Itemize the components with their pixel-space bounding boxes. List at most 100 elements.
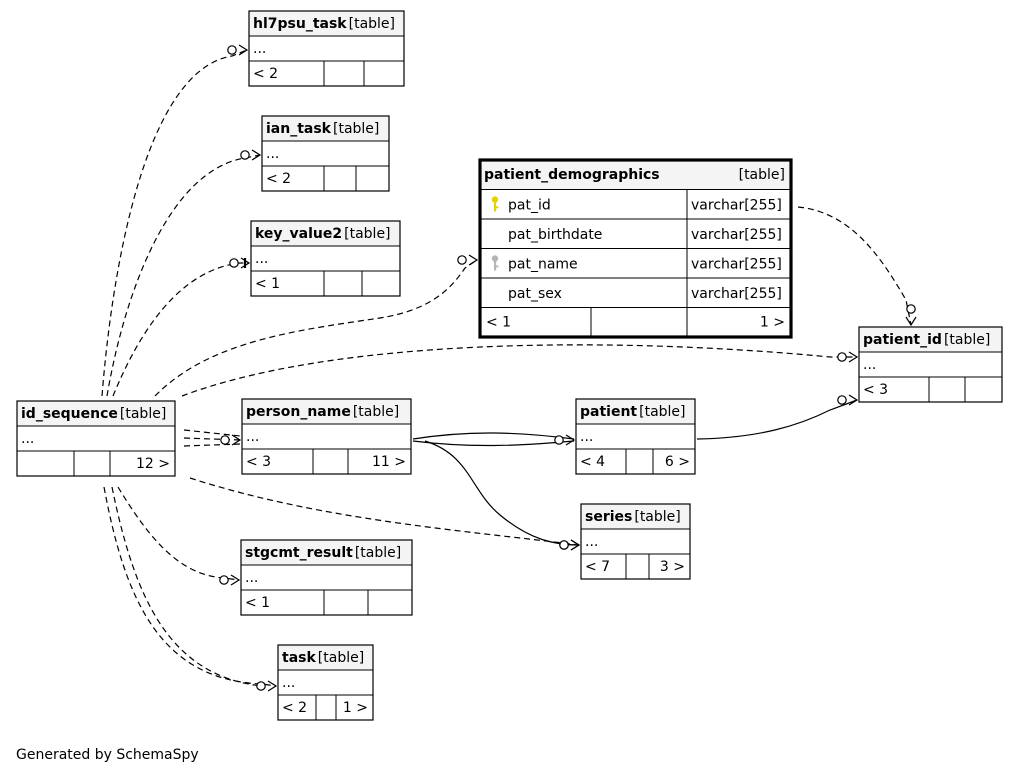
relationship-id_sequence-to-task[interactable]	[103, 486, 278, 692]
table-type-label: [table]	[353, 404, 399, 420]
optional-marker	[240, 150, 250, 160]
table-type-label: [table]	[944, 332, 990, 348]
many-marker	[238, 44, 249, 56]
parent-count: < 2	[266, 171, 291, 187]
child-count: 1 >	[343, 700, 368, 716]
foreign-key-icon	[491, 255, 499, 271]
relationship-line	[412, 432, 575, 447]
child-count: 6 >	[665, 454, 690, 470]
tables-layer: hl7psu_task[table]...< 2ian_task[table].…	[16, 10, 1003, 721]
table-stgcmt_result[interactable]: stgcmt_result[table]...< 1	[240, 539, 413, 616]
table-ian_task[interactable]: ian_task[table]...< 2	[261, 115, 390, 192]
child-count: 3 >	[660, 559, 685, 575]
table-border	[240, 539, 413, 616]
many-marker	[231, 434, 242, 446]
table-patient_id[interactable]: patient_id[table]...< 3	[858, 326, 1003, 403]
table-header-bg	[859, 327, 1002, 352]
table-name: patient_id	[863, 332, 942, 348]
relationship-person_name-to-patient[interactable]	[412, 432, 576, 447]
table-name: patient	[580, 404, 637, 420]
relationship-id_sequence-to-patient_id[interactable]	[181, 344, 859, 397]
many-marker	[267, 680, 278, 692]
parent-count: < 2	[282, 700, 307, 716]
table-id_sequence[interactable]: id_sequence[table]... 12 >	[16, 400, 176, 477]
collapsed-columns-ellipsis: ...	[282, 675, 295, 691]
relationship-line	[189, 477, 580, 546]
relationship-id_sequence-to-stgcmt_result[interactable]	[117, 486, 241, 586]
relationship-patient_demographics-to-patient_id[interactable]	[797, 206, 917, 327]
optional-marker	[256, 681, 266, 691]
table-key_value2[interactable]: key_value2[table]...< 1	[250, 220, 401, 297]
column-name: pat_sex	[508, 286, 562, 302]
optional-marker	[554, 435, 564, 445]
parent-count: < 1	[245, 595, 270, 611]
relationship-id_sequence-to-series[interactable]	[189, 477, 581, 551]
table-header-bg	[262, 116, 389, 141]
table-name: patient_demographics	[484, 167, 660, 183]
parent-count: < 4	[580, 454, 605, 470]
table-header-bg	[480, 160, 791, 190]
table-border	[261, 115, 390, 192]
relationship-patient-to-patient_id[interactable]	[696, 394, 859, 440]
table-border	[277, 644, 374, 721]
relationship-id_sequence-to-key_value2[interactable]	[112, 257, 251, 397]
table-type-label: [table]	[120, 406, 166, 422]
relationship-line	[112, 262, 249, 397]
many-marker	[848, 351, 859, 363]
table-border	[858, 326, 1003, 403]
table-type-label: [table]	[639, 404, 685, 420]
primary-key-icon	[491, 196, 499, 212]
relationship-line	[183, 429, 241, 447]
collapsed-columns-ellipsis: ...	[253, 41, 266, 57]
relationship-line	[117, 486, 240, 581]
relationship-person_name-to-series[interactable]	[424, 440, 581, 551]
table-name: key_value2	[255, 226, 342, 242]
table-type-label: [table]	[634, 509, 680, 525]
column-type: varchar[255]	[691, 227, 782, 243]
optional-marker	[229, 258, 239, 268]
collapsed-columns-ellipsis: ...	[585, 534, 598, 550]
many-marker	[468, 254, 479, 266]
column-name: pat_id	[508, 198, 551, 214]
table-border	[248, 10, 405, 87]
relationship-id_sequence-to-patient_demographics[interactable]	[154, 254, 479, 397]
table-header-bg	[242, 399, 411, 424]
table-header-bg	[576, 399, 695, 424]
child-count: 1 >	[760, 315, 785, 331]
table-type-label: [table]	[349, 16, 395, 32]
table-name: id_sequence	[21, 406, 118, 422]
table-border	[575, 398, 696, 475]
table-name: hl7psu_task	[253, 16, 347, 32]
many-marker	[905, 316, 917, 327]
relationship-line	[103, 486, 277, 687]
table-body-bg	[480, 189, 791, 337]
table-hl7psu_task[interactable]: hl7psu_task[table]...< 2	[248, 10, 405, 87]
relationship-line	[154, 259, 478, 397]
table-border	[241, 398, 412, 475]
relationship-line	[101, 49, 248, 397]
column-name: pat_name	[508, 257, 578, 273]
relationship-id_sequence-to-person_name[interactable]	[183, 429, 242, 447]
relationship-id_sequence-to-ian_task[interactable]	[106, 149, 262, 397]
child-count: 12 >	[136, 456, 170, 472]
table-name: task	[282, 650, 316, 666]
table-border	[16, 400, 176, 477]
parent-count: < 7	[585, 559, 610, 575]
collapsed-columns-ellipsis: ...	[21, 431, 34, 447]
collapsed-columns-ellipsis: ...	[245, 570, 258, 586]
relationship-line	[424, 440, 580, 546]
parent-count: < 3	[246, 454, 271, 470]
relationship-id_sequence-to-hl7psu_task[interactable]	[101, 44, 249, 397]
table-type-label: [table]	[333, 121, 379, 137]
table-header-bg	[581, 504, 690, 529]
